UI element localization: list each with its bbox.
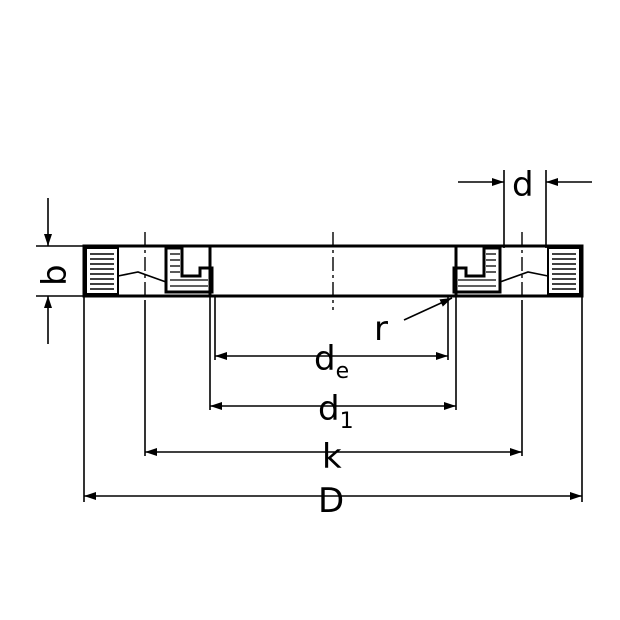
right-collar xyxy=(452,246,502,294)
left-hatching xyxy=(90,253,114,290)
d-label: d xyxy=(512,165,534,205)
left-taper xyxy=(117,271,167,283)
r-label: r xyxy=(374,309,388,349)
D-label: D xyxy=(318,481,344,521)
left-outer-block xyxy=(85,247,119,295)
left-collar xyxy=(164,246,214,294)
b-label: b xyxy=(35,264,75,286)
left-collar-hatch xyxy=(170,253,208,287)
flange-section xyxy=(82,244,584,298)
right-taper xyxy=(499,271,549,283)
right-hatching xyxy=(552,253,576,290)
d1-label: d1 xyxy=(318,389,354,434)
r-leader xyxy=(403,297,453,321)
right-collar-hatch xyxy=(458,253,496,287)
k-label: k xyxy=(322,437,342,477)
right-outer-block xyxy=(547,247,581,295)
de-label: de xyxy=(314,339,349,384)
